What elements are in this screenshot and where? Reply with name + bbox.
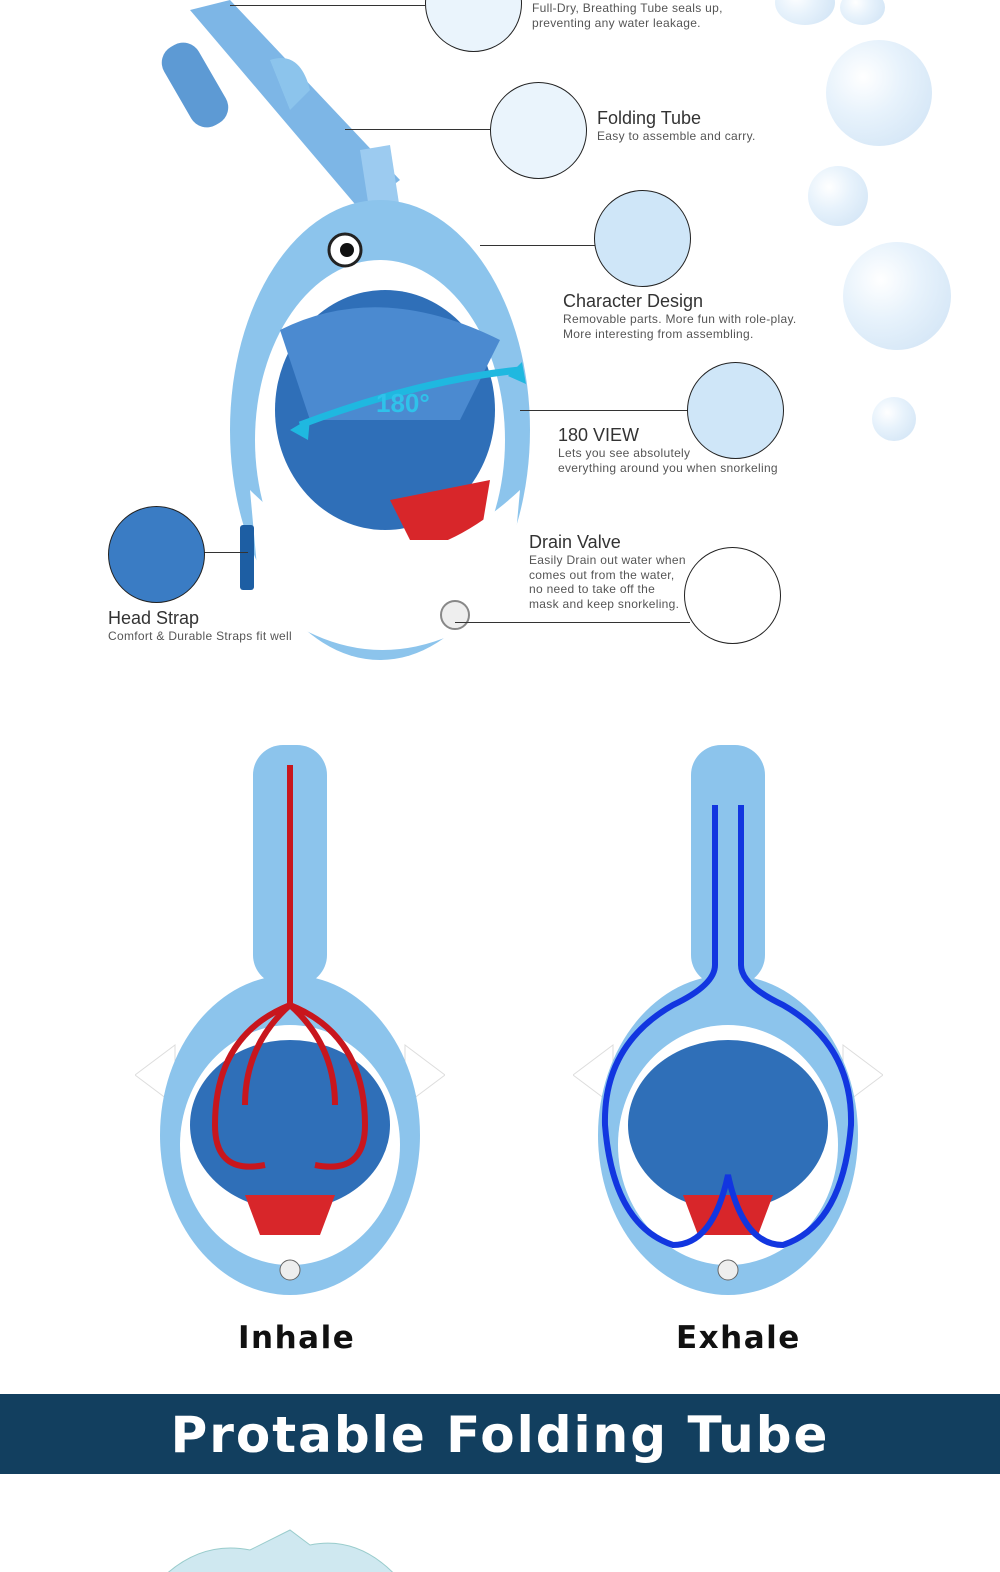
feature-title: Folding Tube (597, 108, 702, 128)
feature-desc: Comfort & Durable Straps fit well (108, 629, 292, 643)
feature-breathing-tube: Full-Dry, Breathing Tube seals up, preve… (532, 1, 723, 30)
feature-180-view: 180 VIEW Lets you see absolutely everyth… (558, 425, 778, 475)
inhale-label: Inhale (238, 1320, 356, 1356)
callout-line (203, 552, 248, 553)
feature-desc: mask and keep snorkeling. (529, 596, 680, 611)
feature-desc: Lets you see absolutely (558, 446, 691, 460)
bubble-decoration (840, 0, 885, 25)
feature-desc: More interesting from assembling. (563, 326, 754, 341)
callout-line (520, 410, 688, 411)
bubble-decoration (808, 166, 868, 226)
exhale-mask-illustration (573, 745, 883, 1295)
bubble-decoration (775, 0, 835, 25)
drain-valve-detail (684, 547, 781, 644)
banner-title: Protable Folding Tube (170, 1406, 830, 1464)
section-banner: Protable Folding Tube (0, 1394, 1000, 1474)
feature-character-design: Character Design Removable parts. More f… (563, 291, 797, 341)
feature-desc: everything around you when snorkeling (558, 460, 778, 475)
feature-head-strap: Head Strap Comfort & Durable Straps fit … (108, 608, 292, 644)
inhale-mask-illustration (135, 745, 445, 1295)
feature-title: Drain Valve (529, 532, 621, 552)
feature-desc: Easily Drain out water when (529, 553, 686, 567)
feature-title: Head Strap (108, 608, 200, 628)
feature-title: 180 VIEW (558, 425, 640, 445)
bubble-decoration (826, 40, 932, 146)
feature-desc: comes out from the water, (529, 567, 675, 582)
feature-folding-tube: Folding Tube Easy to assemble and carry. (597, 108, 756, 144)
feature-desc: Removable parts. More fun with role-play… (563, 312, 797, 326)
callout-line (345, 129, 490, 130)
feature-desc: no need to take off the (529, 582, 656, 596)
view-detail (687, 362, 784, 459)
head-strap-detail (108, 506, 205, 603)
shark-mask-illustration (161, 0, 530, 660)
callout-line (230, 5, 425, 6)
folding-tube-detail (490, 82, 587, 179)
bubble-decoration (872, 397, 916, 441)
feature-title: Character Design (563, 291, 704, 311)
character-design-detail (594, 190, 691, 287)
view-angle-badge: 180° (376, 388, 430, 418)
feature-drain-valve: Drain Valve Easily Drain out water when … (529, 532, 686, 611)
callout-line (480, 245, 595, 246)
feature-desc: Full-Dry, Breathing Tube seals up, (532, 1, 723, 15)
exhale-label: Exhale (676, 1320, 801, 1356)
feature-desc: Easy to assemble and carry. (597, 129, 756, 143)
folded-mask-preview (167, 1529, 394, 1572)
bubble-decoration (843, 242, 951, 350)
feature-desc: preventing any water leakage. (532, 15, 701, 30)
callout-line (455, 622, 690, 623)
